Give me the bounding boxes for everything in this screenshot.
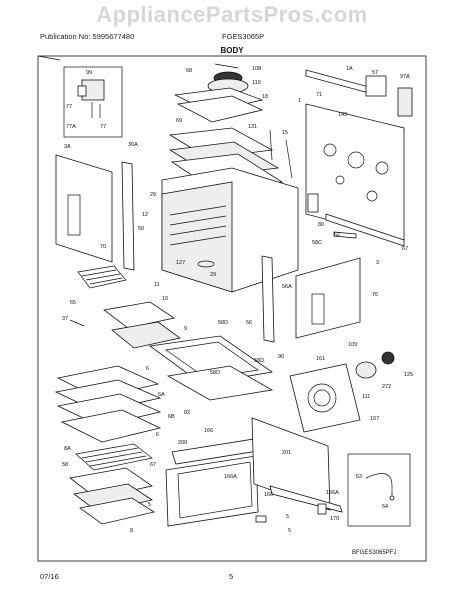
callout-53: 53: [356, 474, 362, 480]
callout-1A: 1A: [346, 66, 353, 72]
part-temperature-sensor: [347, 453, 411, 527]
footer-page: 5: [229, 572, 234, 581]
callout-71: 71: [316, 92, 322, 98]
callout-99: 99: [86, 70, 92, 76]
callout-8A: 8A: [64, 446, 71, 452]
callout-90: 90: [278, 354, 284, 360]
callout-9: 9: [184, 326, 187, 332]
callout-5c: 5: [288, 528, 291, 534]
callout-166: 166: [204, 428, 213, 434]
part-rail-67: [325, 213, 405, 247]
callout-30A: 30A: [128, 142, 138, 148]
callout-5: 5: [148, 502, 151, 508]
callout-29a: 29: [150, 192, 156, 198]
callout-107: 107: [370, 416, 379, 422]
model-number: FGES3065P: [222, 32, 265, 41]
callout-50: 50: [138, 226, 144, 232]
callout-69: 69: [176, 118, 182, 124]
callout-56A: 56A: [282, 284, 292, 290]
part-front-frame-right: [261, 255, 275, 343]
callout-80: 80: [318, 222, 324, 228]
part-back-panel: [305, 103, 405, 241]
part-front-frame-left: [121, 161, 135, 271]
callout-12: 12: [142, 212, 148, 218]
callout-143: 143: [338, 112, 347, 118]
callout-62: 62: [334, 232, 340, 238]
callout-6B: 6B: [168, 414, 175, 420]
callout-166b: 166: [264, 492, 273, 498]
part-broil-pan: [111, 321, 181, 349]
callout-18: 18: [262, 94, 268, 100]
part-relay-board: [397, 87, 413, 117]
callout-29b: 29: [210, 272, 216, 278]
part-transformer: [63, 66, 123, 138]
callout-8: 8: [130, 528, 133, 534]
callout-77b: 77: [100, 124, 106, 130]
callout-77: 77: [66, 104, 72, 110]
section-title: BODY: [220, 46, 244, 55]
part-storage-drawer: [165, 417, 343, 527]
callout-161: 161: [316, 356, 325, 362]
callout-54: 54: [382, 504, 388, 510]
callout-1: 1: [298, 98, 301, 104]
callout-11: 11: [154, 282, 160, 288]
diagram-frame: [37, 55, 427, 562]
callout-58: 58: [62, 462, 68, 468]
callout-125: 125: [404, 372, 413, 378]
part-convection-fan: [289, 351, 395, 433]
callout-58D: 58D: [218, 320, 228, 326]
callout-272: 272: [382, 384, 391, 390]
callout-200: 200: [178, 440, 187, 446]
part-right-side-panel: [295, 257, 361, 339]
part-broil-pan-insert: [103, 301, 176, 329]
callout-3A: 3A: [64, 144, 71, 150]
part-bake-element: [75, 443, 153, 471]
watermark: AppliancePartsPros.com: [96, 2, 368, 27]
callout-15: 15: [282, 130, 288, 136]
callout-10: 10: [162, 296, 168, 302]
callout-58C: 58C: [312, 240, 322, 246]
part-oven-racks: [54, 365, 162, 443]
callout-58Db: 58D: [254, 358, 264, 364]
callout-201: 201: [282, 450, 291, 456]
callout-70: 70: [100, 244, 106, 250]
footer-date: 07/16: [40, 572, 59, 581]
callout-77A: 77A: [66, 124, 76, 130]
callout-119: 119: [252, 80, 261, 86]
part-vent-box: [365, 75, 387, 97]
callout-166Ab: 166A: [326, 490, 339, 496]
callout-6: 6: [146, 366, 149, 372]
callout-5b: 5: [286, 514, 289, 520]
callout-67b: 67: [150, 462, 156, 468]
part-oven-cavity: [161, 167, 299, 293]
callout-131: 131: [248, 124, 257, 130]
callout-97A: 97A: [400, 74, 410, 80]
callout-82: 82: [184, 410, 190, 416]
part-fan-motor: [173, 63, 264, 123]
callout-6A: 6A: [158, 392, 165, 398]
callout-6b2: 6: [156, 432, 159, 438]
callout-166A: 166A: [224, 474, 237, 480]
callout-111: 111: [362, 394, 370, 400]
callout-170: 170: [330, 516, 339, 522]
callout-108: 108: [252, 66, 261, 72]
callout-37: 37: [62, 316, 68, 322]
callout-68: 68: [186, 68, 192, 74]
callout-67: 67: [402, 246, 408, 252]
diagram-code: BFGES3065PFJ: [352, 550, 396, 556]
callout-58Dc: 58D: [210, 370, 220, 376]
callout-56: 56: [246, 320, 252, 326]
callout-76: 76: [372, 292, 378, 298]
callout-65: 65: [70, 300, 76, 306]
callout-3: 3: [376, 260, 379, 266]
callout-57: 57: [372, 70, 378, 76]
callout-127: 127: [176, 260, 185, 266]
publication-number: Publication No: 5995677480: [40, 32, 135, 41]
part-broil-element: [77, 265, 127, 289]
callout-109: 109: [348, 342, 357, 348]
